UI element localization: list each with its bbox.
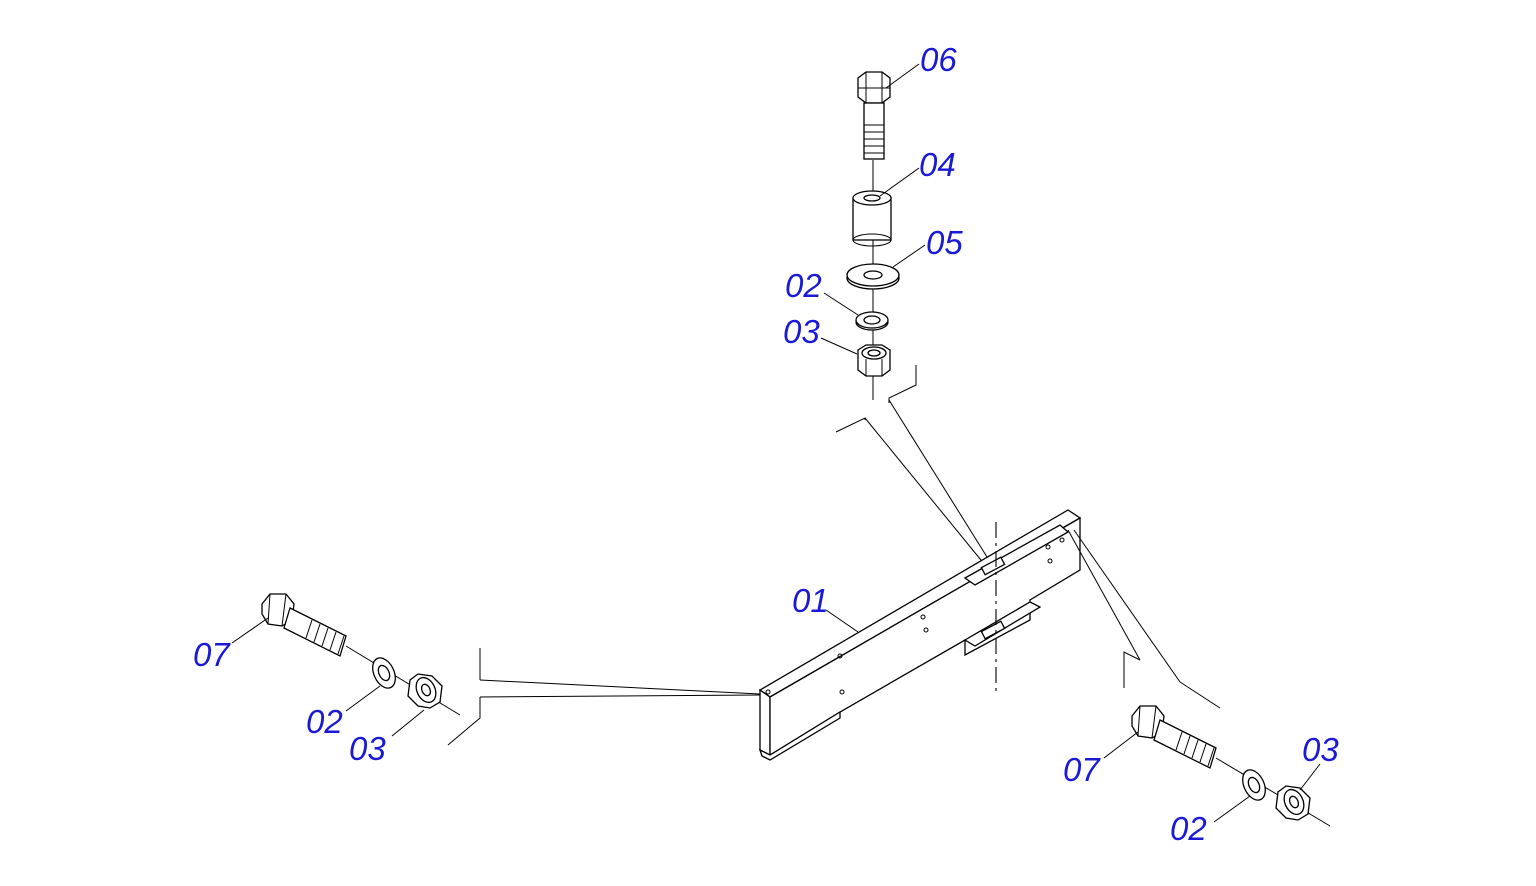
callout-03-right: 03 <box>1302 731 1339 768</box>
lockwasher-02-right <box>1242 769 1266 801</box>
callout-03-top: 03 <box>783 313 820 350</box>
callout-02-left: 02 <box>306 703 343 740</box>
right-fastener-set <box>1067 529 1331 827</box>
bolt-07-left <box>261 593 347 657</box>
lockwasher-02-top <box>855 311 889 331</box>
callout-07-left: 07 <box>193 636 231 673</box>
callout-02-top: 02 <box>785 267 822 304</box>
lockwasher-02-left <box>372 657 396 689</box>
left-fastener-set <box>231 593 761 746</box>
callout-03-left: 03 <box>349 730 386 767</box>
callout-05: 05 <box>926 224 963 261</box>
bolt-07-right <box>1131 705 1217 769</box>
callout-04: 04 <box>919 146 956 183</box>
nut-03-right <box>1275 785 1311 821</box>
callout-07-right: 07 <box>1063 751 1101 788</box>
callout-06: 06 <box>920 41 957 78</box>
nut-03-top <box>857 344 891 377</box>
callout-02-right: 02 <box>1170 810 1207 847</box>
washer-05 <box>846 263 900 290</box>
top-fastener-stack <box>820 63 993 566</box>
bolt-06 <box>857 71 891 160</box>
spacer-04 <box>852 190 892 247</box>
bracket-01 <box>758 509 1082 761</box>
callout-01: 01 <box>792 582 829 619</box>
nut-03-left <box>407 673 443 709</box>
